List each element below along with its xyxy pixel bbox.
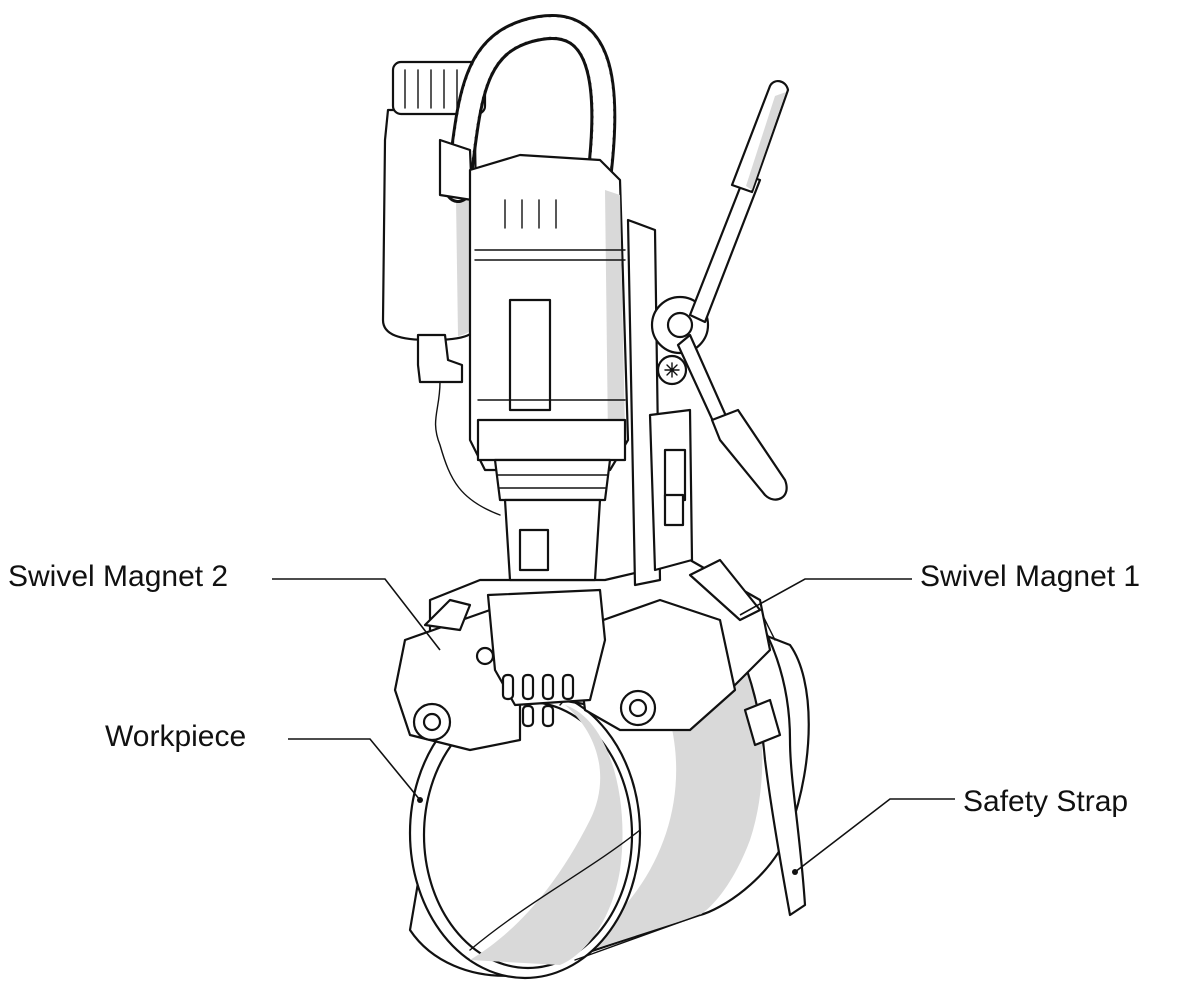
magnet-base bbox=[393, 558, 772, 752]
callout-workpiece: Workpiece bbox=[105, 720, 247, 753]
leader-workpiece bbox=[288, 738, 421, 801]
leader-swivel-magnet-2 bbox=[272, 578, 441, 651]
feed-handles bbox=[650, 80, 790, 501]
callout-swivel-magnet-1: Swivel Magnet 1 bbox=[920, 560, 1141, 593]
coolant-hose bbox=[438, 13, 617, 203]
drill-column bbox=[626, 218, 694, 587]
callout-swivel-magnet-2: Swivel Magnet 2 bbox=[8, 560, 229, 593]
leader-safety-strap bbox=[794, 798, 955, 873]
leader-swivel-magnet-1 bbox=[739, 578, 912, 616]
motor-housing bbox=[468, 153, 630, 582]
leader-dot-workpiece bbox=[417, 797, 423, 803]
callout-safety-strap: Safety Strap bbox=[963, 785, 1129, 818]
leader-lines bbox=[272, 578, 955, 875]
safety-strap-drawing bbox=[728, 598, 807, 917]
leader-dot-safety-strap bbox=[792, 869, 798, 875]
